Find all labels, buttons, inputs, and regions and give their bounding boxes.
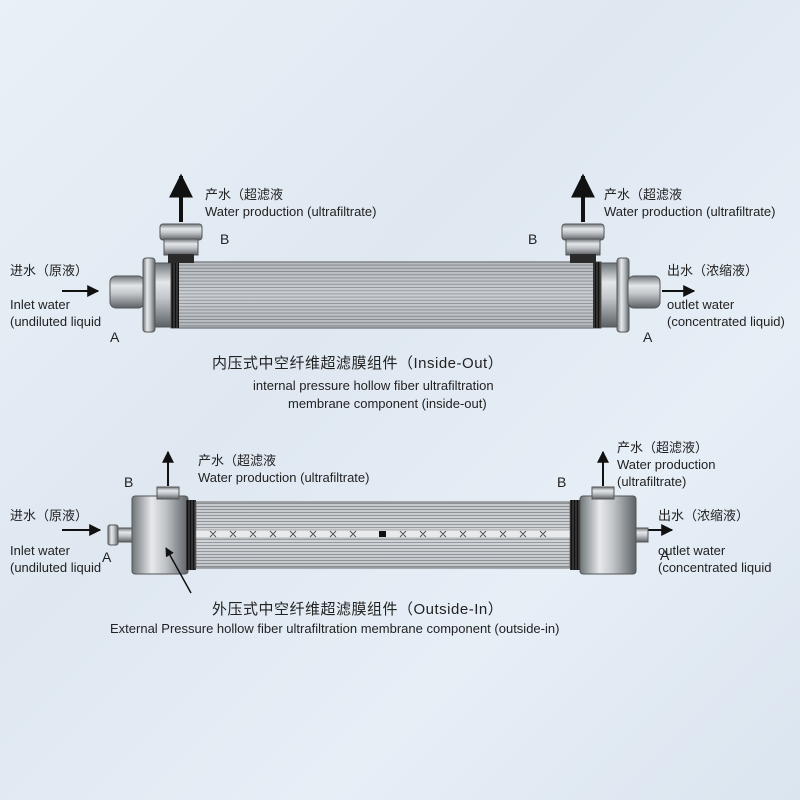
d1-left-product-en: Water production (ultrafiltrate): [205, 204, 377, 219]
d2-outlet-cn: 出水（浓缩液）: [658, 508, 750, 523]
d1-caption-cn: 内压式中空纤维超滤膜组件（Inside-Out）: [212, 355, 504, 372]
d2-caption-cn: 外压式中空纤维超滤膜组件（Outside-In）: [212, 601, 504, 618]
right-product-port-2: [591, 486, 615, 500]
d2-port-a-left: A: [102, 549, 112, 565]
d2-left-product-en: Water production (ultrafiltrate): [198, 470, 370, 485]
right-outlet-nozzle-2: [635, 527, 649, 543]
d2-inlet-en-1: Inlet water: [10, 543, 70, 558]
d2-inlet-cn: 进水（原液）: [10, 508, 89, 523]
d1-port-a-left: A: [110, 329, 120, 345]
d2-port-b-left: B: [124, 474, 134, 490]
d2-caption-en: External Pressure hollow fiber ultrafilt…: [110, 621, 560, 636]
left-product-port-2: [156, 486, 180, 500]
d1-left-product-cn: 产水（超滤液: [205, 187, 284, 202]
d1-caption-en-1: internal pressure hollow fiber ultrafilt…: [253, 378, 494, 393]
d2-outlet-en-2: (concentrated liquid: [658, 560, 772, 575]
d2-inlet-en-2: (undiluted liquid: [10, 560, 102, 575]
inside-out-module: [62, 173, 696, 333]
d1-inlet-en-1: Inlet water: [10, 297, 70, 312]
d1-port-b-left: B: [220, 231, 230, 247]
left-housing-2: [131, 495, 189, 575]
d1-outlet-en-2: (concentrated liquid): [667, 314, 785, 329]
right-housing-2: [579, 495, 637, 575]
d1-inlet-en-2: (undiluted liquid: [10, 314, 102, 329]
right-outlet-nozzle: [627, 275, 661, 309]
seam-markers: [209, 530, 547, 538]
d2-right-product-cn: 产水（超滤液）: [617, 440, 709, 455]
left-inlet-nozzle-2: [117, 527, 133, 543]
d2-left-product-cn: 产水（超滤液: [198, 453, 277, 468]
d1-port-a-right: A: [643, 329, 653, 345]
left-product-port: [159, 223, 203, 241]
d2-right-product-en-1: Water production: [617, 457, 716, 472]
pointer-line: [165, 547, 192, 594]
d1-right-product-cn: 产水（超滤液: [604, 187, 683, 202]
outside-in-module: [62, 450, 674, 594]
d2-port-a-right: A: [660, 547, 670, 563]
d1-outlet-cn: 出水（浓缩液）: [667, 263, 759, 278]
d1-right-product-en: Water production (ultrafiltrate): [604, 204, 776, 219]
left-end-flange: [142, 257, 156, 333]
d2-outlet-en-1: outlet water: [658, 543, 726, 558]
d2-right-product-en-2: (ultrafiltrate): [617, 474, 687, 489]
right-product-port: [561, 223, 605, 241]
right-end-flange: [616, 257, 630, 333]
d1-outlet-en-1: outlet water: [667, 297, 735, 312]
d1-caption-en-2: membrane component (inside-out): [288, 396, 487, 411]
d1-port-b-right: B: [528, 231, 538, 247]
left-inlet-nozzle: [109, 275, 145, 309]
d2-port-b-right: B: [557, 474, 567, 490]
d1-inlet-cn: 进水（原液）: [10, 263, 89, 278]
